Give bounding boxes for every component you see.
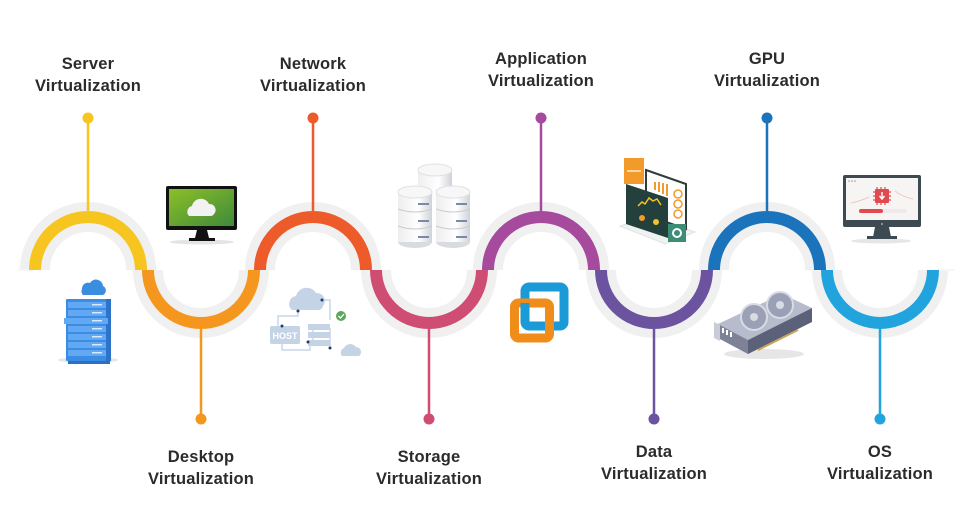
stem-dot-data	[648, 413, 660, 425]
label-storage-virtualization: Storage Virtualization	[339, 446, 519, 490]
host-label: HOST	[272, 331, 298, 341]
arc-application	[482, 211, 600, 271]
arc-data	[595, 269, 713, 329]
label-line2: Virtualization	[34, 77, 142, 95]
os-monitor-chip-icon	[843, 175, 921, 244]
label-line2: Virtualization	[600, 465, 708, 483]
arc-storage	[370, 269, 488, 329]
arc-network	[254, 211, 372, 271]
stem-dot-storage	[423, 413, 435, 425]
label-desktop-virtualization: Desktop Virtualization	[111, 446, 291, 490]
stem-dot-os	[874, 413, 886, 425]
label-line2: Virtualization	[259, 77, 367, 95]
label-line1: Desktop	[167, 448, 235, 466]
overlapping-squares-app-icon	[510, 282, 569, 343]
label-server-virtualization: Server Virtualization	[0, 53, 178, 97]
label-line2: Virtualization	[713, 72, 821, 90]
label-line1: Data	[635, 443, 673, 461]
label-application-virtualization: Application Virtualization	[451, 48, 631, 92]
label-line1: Server	[61, 55, 115, 73]
label-network-virtualization: Network Virtualization	[223, 53, 403, 97]
label-data-virtualization: Data Virtualization	[564, 441, 744, 485]
arc-server	[29, 211, 147, 271]
label-line2: Virtualization	[826, 465, 934, 483]
graphics-card-icon	[714, 291, 812, 359]
label-line1: OS	[867, 443, 893, 461]
label-line2: Virtualization	[375, 470, 483, 488]
desktop-monitor-cloud-icon	[166, 186, 237, 245]
label-line2: Virtualization	[487, 72, 595, 90]
database-stack-icon	[397, 163, 471, 248]
stem-dot-network	[307, 112, 319, 124]
stem-dot-server	[82, 112, 94, 124]
server-rack-cloud-icon	[58, 279, 118, 364]
dashboard-laptop-icon	[618, 158, 697, 245]
connector-stems	[82, 112, 886, 425]
arc-os	[821, 269, 939, 329]
arc-desktop	[142, 269, 260, 329]
label-line1: Storage	[397, 448, 461, 466]
label-line1: Network	[279, 55, 347, 73]
label-line1: GPU	[748, 50, 786, 68]
label-line2: Virtualization	[147, 470, 255, 488]
label-line1: Application	[494, 50, 588, 68]
wave-arcs	[29, 211, 939, 329]
stem-dot-application	[535, 112, 547, 124]
stem-dot-desktop	[195, 413, 207, 425]
arc-gpu	[708, 211, 826, 271]
label-gpu-virtualization: GPU Virtualization	[677, 48, 857, 92]
wave-end-cap	[937, 269, 954, 271]
label-os-virtualization: OS Virtualization	[790, 441, 970, 485]
wave-end-cap	[18, 269, 35, 271]
network-host-cloud-icon: HOST	[270, 287, 361, 356]
stem-dot-gpu	[761, 112, 773, 124]
